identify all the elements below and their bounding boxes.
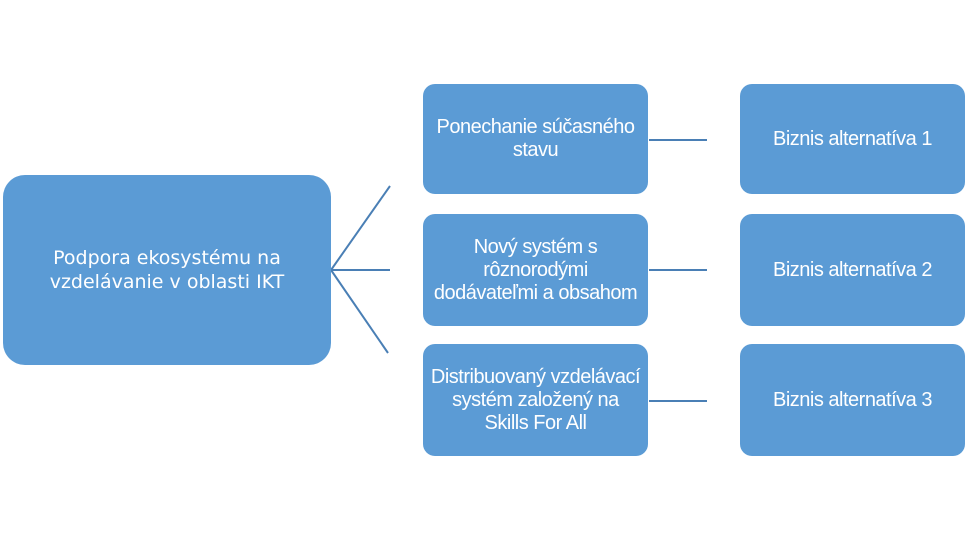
option-node-3-label: Distribuovaný vzdelávací systém založený… — [430, 365, 641, 434]
root-node-label: Podpora ekosystému na vzdelávanie v obla… — [49, 247, 285, 293]
connector-root-to-option-1 — [330, 185, 391, 271]
option-node-1: Ponechanie súčasného stavu — [423, 84, 648, 194]
root-node: Podpora ekosystému na vzdelávanie v obla… — [3, 175, 331, 365]
connector-root-to-option-3 — [330, 269, 389, 354]
alternative-node-1: Biznis alternatíva 1 — [740, 84, 965, 194]
alternative-node-2-label: Biznis alternatíva 2 — [773, 258, 932, 281]
alternative-node-2: Biznis alternatíva 2 — [740, 214, 965, 326]
option-node-2-label: Nový systém s rôznorodými dodávateľmi a … — [433, 235, 638, 304]
option-node-3: Distribuovaný vzdelávací systém založený… — [423, 344, 648, 456]
alternative-node-3: Biznis alternatíva 3 — [740, 344, 965, 456]
alternative-node-1-label: Biznis alternatíva 1 — [773, 127, 932, 150]
alternative-node-3-label: Biznis alternatíva 3 — [773, 388, 932, 411]
option-node-1-label: Ponechanie súčasného stavu — [436, 116, 635, 161]
option-node-2: Nový systém s rôznorodými dodávateľmi a … — [423, 214, 648, 326]
